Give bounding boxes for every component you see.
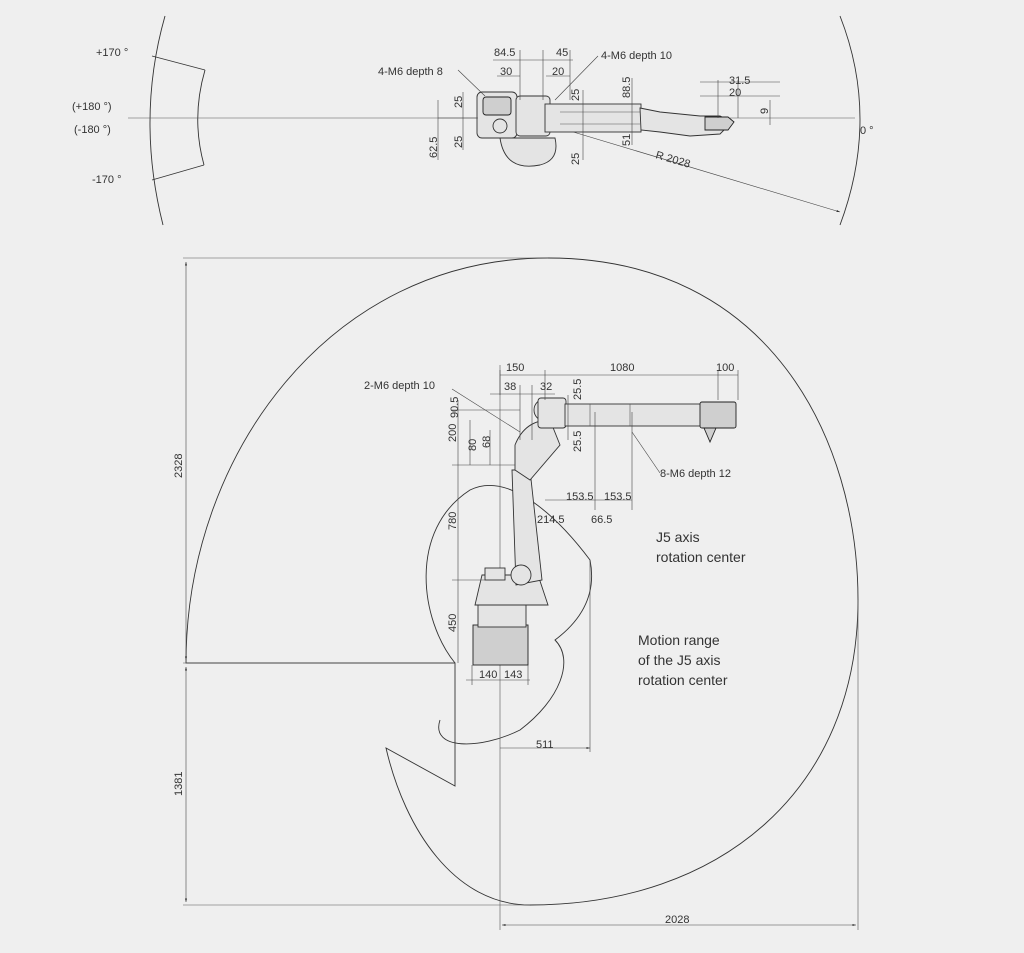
dim-38: 38 xyxy=(504,381,516,393)
robot-side xyxy=(472,397,737,666)
dim-1080: 1080 xyxy=(610,362,634,374)
top-right-arc xyxy=(839,15,861,226)
dim-25-5a: 25.5 xyxy=(572,379,584,400)
dim-140: 140 xyxy=(479,669,497,681)
dim-780: 780 xyxy=(447,512,459,530)
dim-153-5a: 153.5 xyxy=(566,491,594,503)
dim-1381: 1381 xyxy=(173,772,185,796)
side-view: 2-M6 depth 10 8-M6 depth 12 150 1080 100… xyxy=(173,257,859,930)
note-2m6-depth10: 2-M6 depth 10 xyxy=(364,380,435,392)
top-view: +170 ° (+180 °) (-180 °) -170 ° 0 ° 4-M6… xyxy=(72,15,874,226)
dim-68: 68 xyxy=(481,436,493,448)
dim-511: 511 xyxy=(536,739,554,751)
dim-31-5: 31.5 xyxy=(729,75,750,87)
dim-9: 9 xyxy=(759,108,771,114)
dim-153-5b: 153.5 xyxy=(604,491,632,503)
j5-pointer-arrow xyxy=(703,427,717,444)
dim-25b: 25 xyxy=(453,136,465,148)
dim-200: 200 xyxy=(447,424,459,442)
dim-84-5: 84.5 xyxy=(494,47,515,59)
motion-range-label-line3: rotation center xyxy=(638,672,728,688)
radius-label: R 2028 xyxy=(654,149,691,170)
dim-20a: 20 xyxy=(552,66,564,78)
dim-51: 51 xyxy=(621,134,633,146)
angle-neg170-label: -170 ° xyxy=(92,174,121,186)
motion-range-outer xyxy=(185,257,859,906)
dim-20b: 20 xyxy=(729,87,741,99)
angle-neg180-label: (-180 °) xyxy=(74,124,111,136)
angle-pos170-label: +170 ° xyxy=(96,47,128,59)
dim-90-5: 90.5 xyxy=(449,397,461,418)
note-4m6-depth8: 4-M6 depth 8 xyxy=(378,66,443,78)
robot-top xyxy=(476,91,735,167)
motion-range-label-line1: Motion range xyxy=(638,632,720,648)
top-left-arc xyxy=(149,15,166,226)
dim-2028: 2028 xyxy=(665,914,689,926)
dim-25c: 25 xyxy=(570,89,582,101)
dim-2328: 2328 xyxy=(173,454,185,478)
dim-25d: 25 xyxy=(570,153,582,165)
j5-label-line1: J5 axis xyxy=(656,529,700,545)
dim-80: 80 xyxy=(467,439,479,451)
motion-range-label-line2: of the J5 axis xyxy=(638,652,721,668)
angle-zero-label: 0 ° xyxy=(860,125,874,137)
dim-88-5: 88.5 xyxy=(621,77,633,98)
note-8m6-depth12: 8-M6 depth 12 xyxy=(660,468,731,480)
dim-30: 30 xyxy=(500,66,512,78)
dim-25a: 25 xyxy=(453,96,465,108)
top-dimensions xyxy=(437,50,780,160)
dim-25-5b: 25.5 xyxy=(572,431,584,452)
top-radius-line xyxy=(559,127,841,213)
dim-45: 45 xyxy=(556,47,568,59)
angle-pos180-label: (+180 °) xyxy=(72,101,112,113)
dim-214-5: 214.5 xyxy=(537,514,565,526)
dim-450: 450 xyxy=(447,614,459,632)
dim-66-5: 66.5 xyxy=(591,514,612,526)
dim-150: 150 xyxy=(506,362,524,374)
top-limit-line-lower xyxy=(151,164,205,181)
dim-62-5: 62.5 xyxy=(428,137,440,158)
dim-32: 32 xyxy=(540,381,552,393)
top-inner-arc xyxy=(197,69,206,166)
side-dimensions xyxy=(184,262,856,927)
top-limit-line-upper xyxy=(151,55,206,71)
note-4m6-depth10: 4-M6 depth 10 xyxy=(601,50,672,62)
dim-100: 100 xyxy=(716,362,734,374)
j5-label-line2: rotation center xyxy=(656,549,746,565)
dim-143: 143 xyxy=(504,669,522,681)
